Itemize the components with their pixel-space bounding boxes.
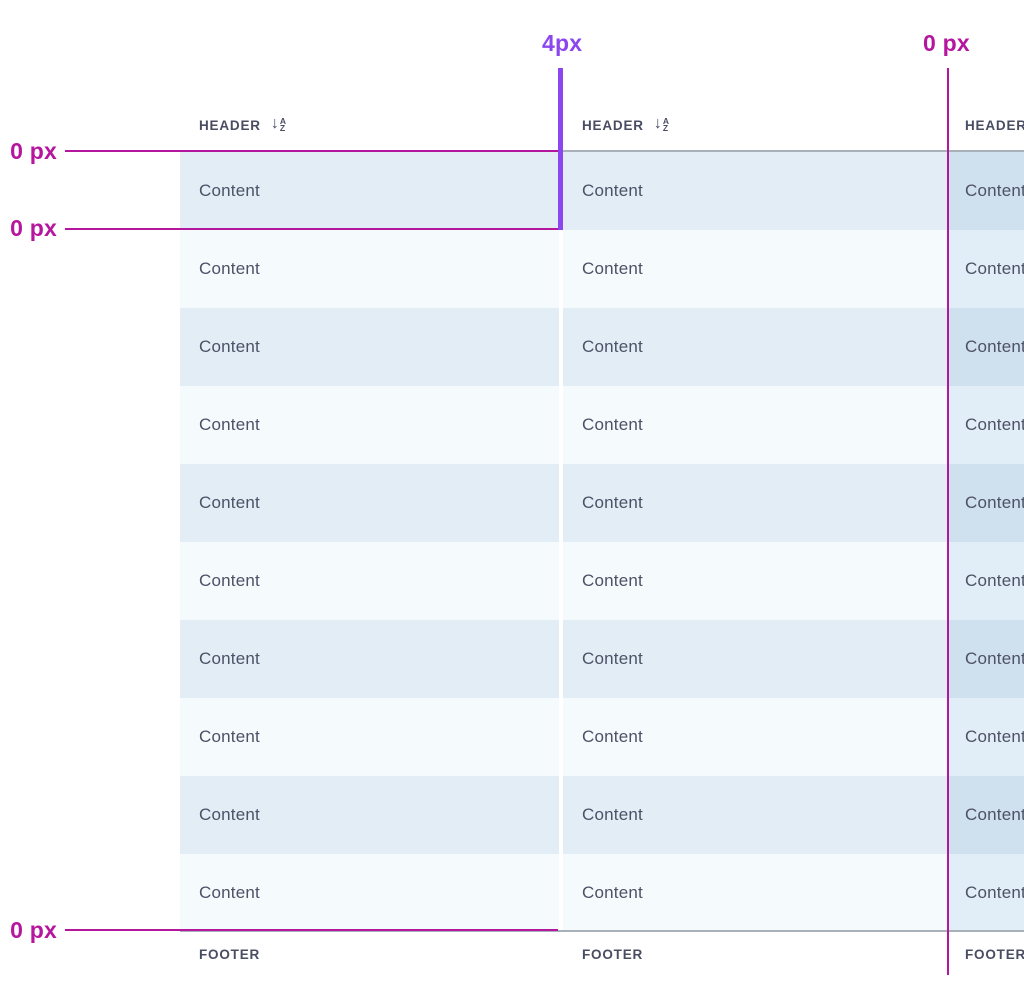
table-cell: Content [948, 386, 1024, 464]
table-cell: Content [948, 542, 1024, 620]
cell-text: Content [199, 493, 260, 512]
cell-text: Content [582, 805, 643, 824]
sort-letter-a: A [662, 115, 669, 126]
table-cell: Content [563, 230, 947, 308]
table-cell: Content [180, 230, 559, 308]
cell-text: Content [965, 181, 1024, 200]
table-cell: Content [948, 308, 1024, 386]
cell-text: Content [582, 493, 643, 512]
cell-text: Content [965, 337, 1024, 356]
arrow-down-icon: ↓ [270, 115, 279, 132]
cell-text: Content [199, 337, 260, 356]
measure-line-column-gap [558, 68, 563, 230]
column-header[interactable]: HEADER ↓ A Z [582, 112, 669, 138]
table-cell: Content [180, 854, 559, 932]
measure-line-row-gap [65, 228, 560, 230]
cell-text: Content [199, 883, 260, 902]
table-cell: Content [180, 464, 559, 542]
column-header[interactable]: HEADER [965, 112, 1024, 138]
table-cell: Content [948, 776, 1024, 854]
table-cell: Content [563, 308, 947, 386]
header-bottom-border [180, 150, 1024, 152]
column-header[interactable]: HEADER ↓ A Z [199, 112, 286, 138]
table-cell: Content [563, 698, 947, 776]
sort-letter-z: Z [279, 123, 286, 133]
cell-text: Content [965, 805, 1024, 824]
cell-text: Content [965, 415, 1024, 434]
cell-text: Content [965, 883, 1024, 902]
cell-text: Content [199, 571, 260, 590]
table-cell: Content [948, 854, 1024, 932]
table-cell: Content [180, 620, 559, 698]
measure-line-footer-gap [65, 929, 558, 931]
a-z-glyph: A Z [279, 115, 286, 133]
table-cell: Content [563, 776, 947, 854]
table-cell: Content [563, 854, 947, 932]
cell-text: Content [199, 649, 260, 668]
header-row-gap-measurement-label: 0 px [10, 138, 57, 164]
column-footer-label: FOOTER [965, 947, 1024, 962]
table-cell: Content [948, 230, 1024, 308]
right-column-gap-measurement-label: 0 px [923, 30, 970, 56]
column-header-label: HEADER [582, 117, 644, 133]
table-cell: Content [563, 620, 947, 698]
footer-row-gap-measurement-label: 0 px [10, 917, 57, 943]
a-z-glyph: A Z [662, 115, 669, 133]
sort-ascending-icon: ↓ A Z [270, 115, 286, 133]
table-cell: Content [180, 386, 559, 464]
cell-text: Content [199, 259, 260, 278]
cell-text: Content [582, 259, 643, 278]
measure-line-header-gap [65, 150, 560, 152]
cell-text: Content [965, 493, 1024, 512]
cell-text: Content [582, 727, 643, 746]
sort-letter-a: A [279, 115, 286, 126]
column-header-label: HEADER [199, 117, 261, 133]
cell-text: Content [199, 805, 260, 824]
cell-text: Content [582, 337, 643, 356]
arrow-down-icon: ↓ [653, 115, 662, 132]
column-footer-label: FOOTER [582, 947, 644, 962]
table-cell: Content [180, 308, 559, 386]
cell-text: Content [199, 415, 260, 434]
table-cell: Content [948, 620, 1024, 698]
table-cell: Content [948, 698, 1024, 776]
table-cell: Content [948, 152, 1024, 230]
cell-text: Content [582, 415, 643, 434]
column-gap-measurement-label: 4px [542, 30, 583, 56]
cell-text: Content [582, 181, 643, 200]
cell-text: Content [199, 727, 260, 746]
table-cell: Content [563, 152, 947, 230]
cell-text: Content [582, 571, 643, 590]
measure-line-right-column-gap [947, 68, 949, 975]
table-cell: Content [180, 698, 559, 776]
table-cell: Content [948, 464, 1024, 542]
cell-text: Content [965, 727, 1024, 746]
column-header-label: HEADER [965, 117, 1024, 133]
table-cell: Content [563, 464, 947, 542]
sort-ascending-icon: ↓ A Z [653, 115, 669, 133]
table-cell: Content [180, 542, 559, 620]
cell-text: Content [199, 181, 260, 200]
table-cell: Content [180, 152, 559, 230]
table-cell: Content [563, 386, 947, 464]
cell-text: Content [965, 571, 1024, 590]
column-footer-label: FOOTER [199, 947, 261, 962]
table-cell: Content [180, 776, 559, 854]
footer-top-border [180, 930, 1024, 932]
cell-text: Content [582, 883, 643, 902]
row-gap-measurement-label: 0 px [10, 215, 57, 241]
cell-text: Content [965, 259, 1024, 278]
cell-text: Content [582, 649, 643, 668]
cell-text: Content [965, 649, 1024, 668]
table-cell: Content [563, 542, 947, 620]
sort-letter-z: Z [662, 123, 669, 133]
